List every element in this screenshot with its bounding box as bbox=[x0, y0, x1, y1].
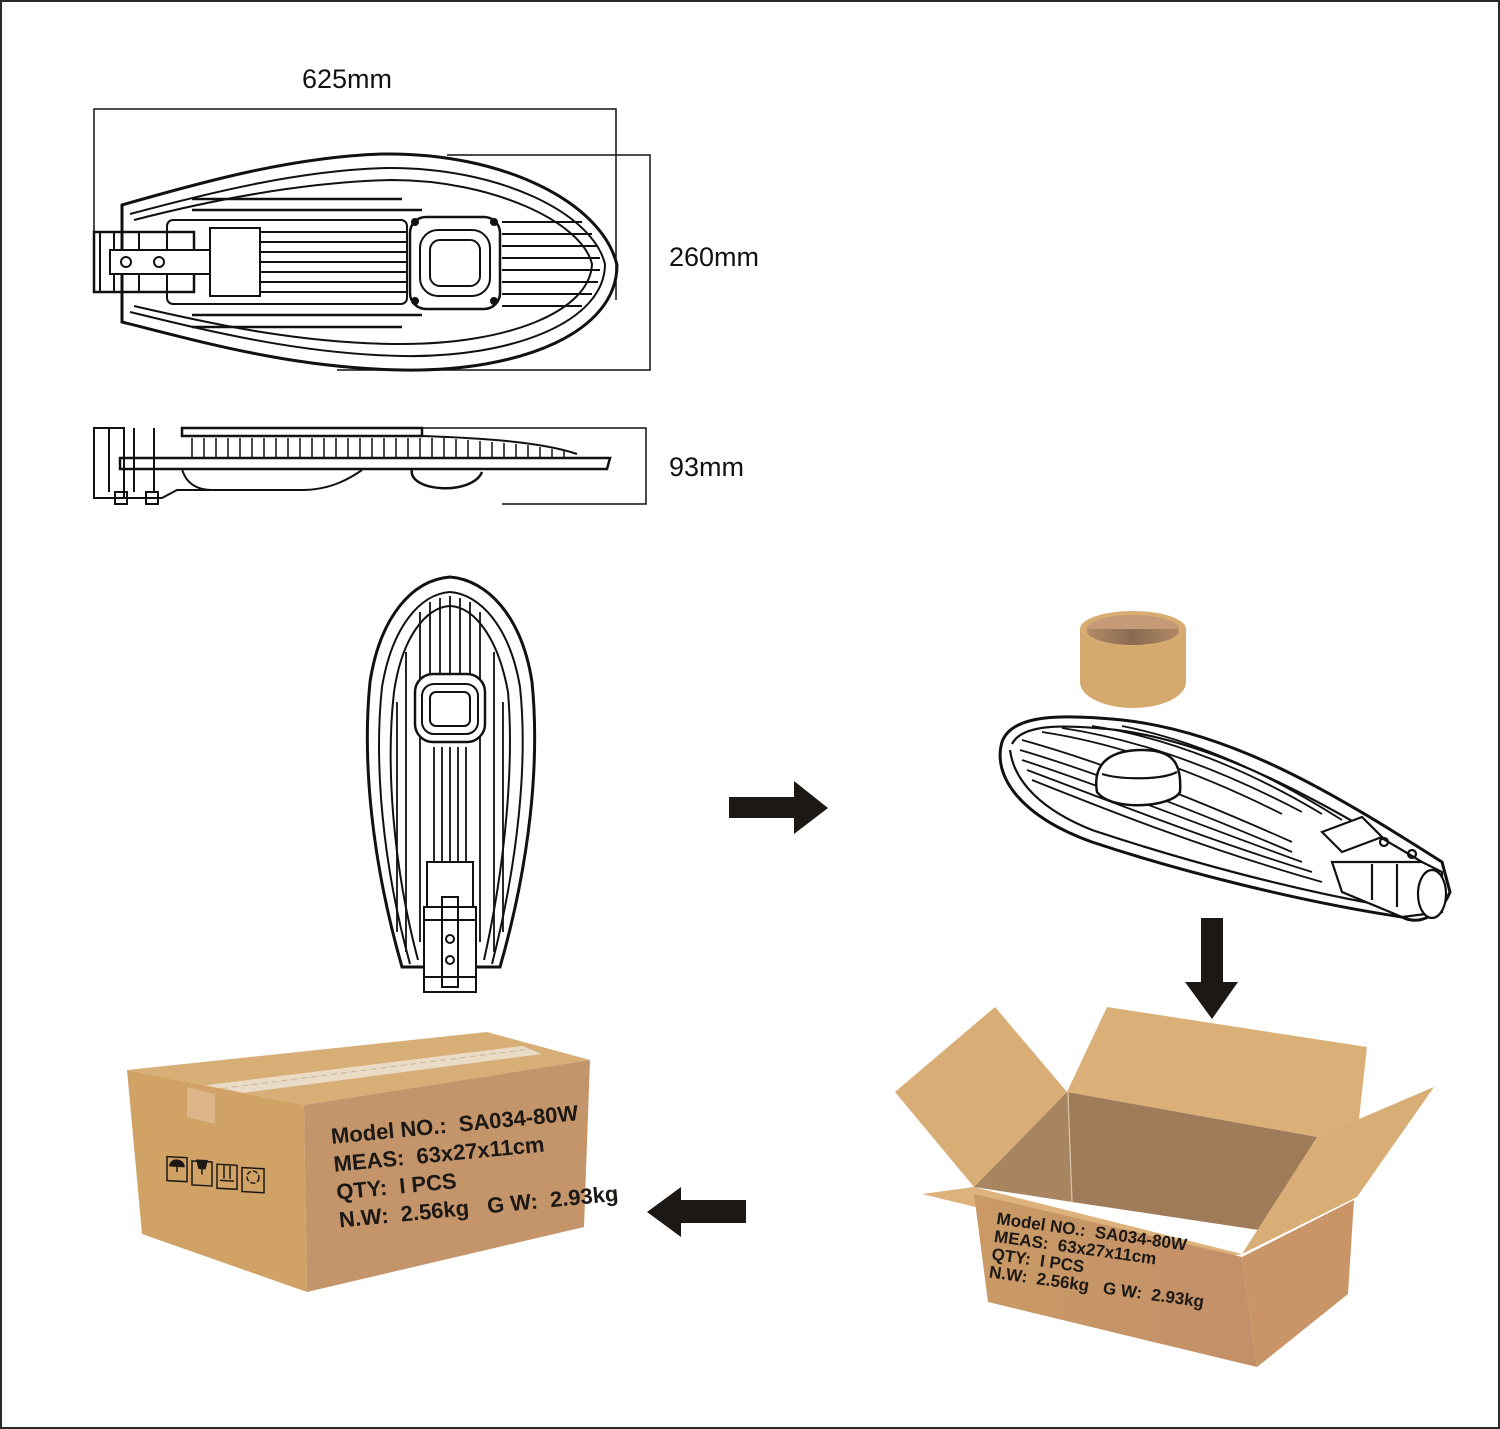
width-dimension-line bbox=[337, 154, 651, 371]
product-front-view bbox=[365, 575, 537, 993]
housing-outline bbox=[365, 575, 537, 969]
qty-value: I PCS bbox=[398, 1168, 458, 1199]
arrow-left-icon bbox=[647, 1187, 746, 1237]
carton-front-face bbox=[304, 1060, 590, 1292]
fragile-icon bbox=[191, 1159, 213, 1187]
cardboard-ring bbox=[1080, 611, 1186, 708]
product-perspective-view bbox=[998, 715, 1452, 922]
housing-outline bbox=[120, 152, 619, 372]
height-dimension-line bbox=[390, 427, 647, 505]
carton-inner-back bbox=[1067, 1092, 1317, 1232]
length-dimension-line bbox=[93, 108, 617, 300]
carton-right-flap bbox=[1242, 1087, 1434, 1254]
carton-tape-end bbox=[187, 1087, 215, 1124]
height-dimension-label: 93mm bbox=[669, 452, 745, 482]
carton-inner-left bbox=[974, 1092, 1072, 1202]
carton-left-flap bbox=[895, 1007, 1067, 1187]
length-dimension-label: 625mm bbox=[302, 64, 393, 94]
carton-front-face bbox=[974, 1194, 1257, 1367]
arrow-right-icon bbox=[729, 781, 828, 834]
sealed-carton bbox=[127, 1032, 590, 1292]
heatsink-fins bbox=[192, 197, 600, 329]
this-way-up-icon bbox=[216, 1163, 238, 1191]
top-view-drawing bbox=[92, 108, 651, 372]
carton-back-flap bbox=[1067, 1007, 1367, 1137]
open-carton bbox=[895, 1007, 1434, 1367]
recycle-icon bbox=[241, 1166, 265, 1194]
handling-icons bbox=[166, 1155, 265, 1194]
side-view-drawing bbox=[93, 426, 647, 505]
front-heatsink-fins bbox=[396, 596, 504, 952]
keep-dry-icon bbox=[166, 1155, 188, 1183]
arrow-down-icon bbox=[1185, 918, 1238, 1019]
width-dimension-label: 260mm bbox=[669, 242, 760, 272]
carton-right-face bbox=[1242, 1200, 1354, 1367]
led-module bbox=[408, 215, 502, 311]
side-fins bbox=[191, 438, 565, 458]
